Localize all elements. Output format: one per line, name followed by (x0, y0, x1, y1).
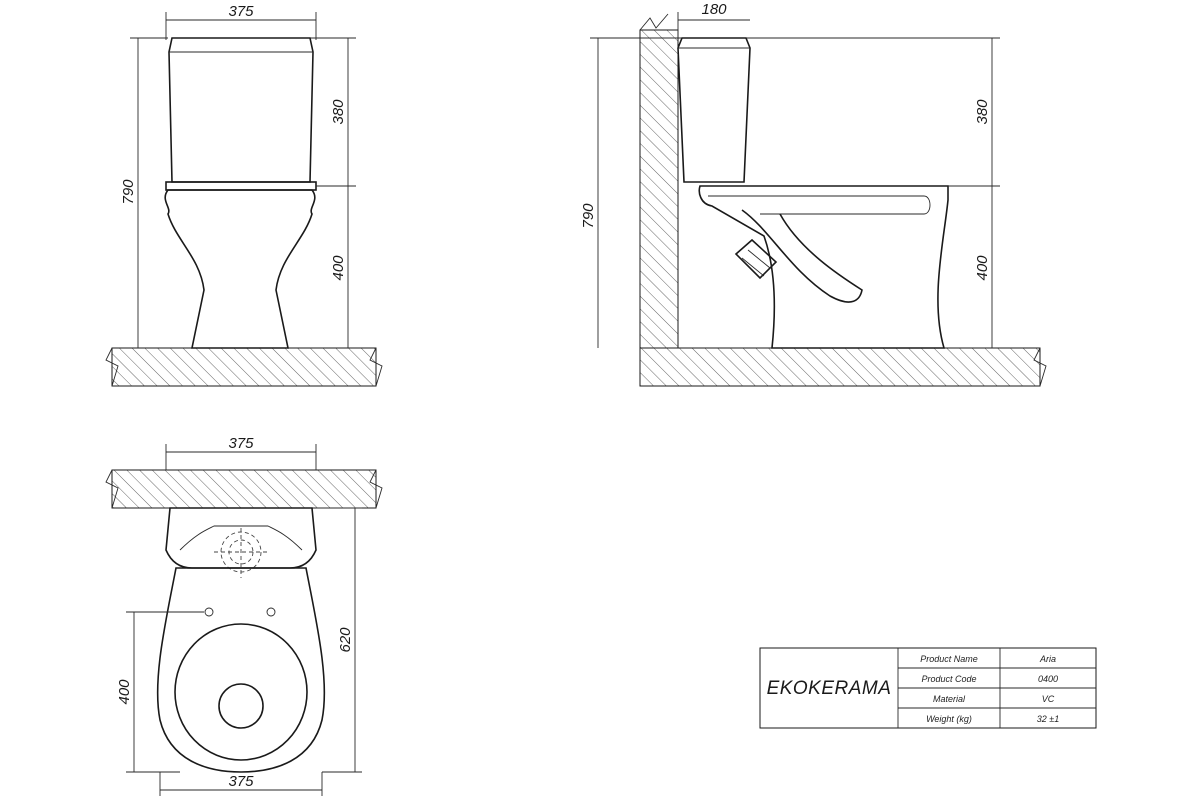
top-seat-hole-left (204, 607, 214, 617)
side-rim-channel (708, 195, 931, 215)
top-width-bottom-label: 375 (228, 773, 254, 790)
side-tank-height-label: 380 (974, 99, 991, 125)
front-bowl-height-label: 400 (330, 255, 347, 281)
title-block: EKOKERAMA Product Name Aria Product Code… (759, 647, 1097, 729)
side-total-height-label: 790 (580, 203, 597, 229)
front-bowl-body (164, 189, 316, 349)
top-tank-lid (179, 525, 303, 551)
top-seat-depth-label: 400 (116, 679, 133, 705)
side-floor-break (1033, 347, 1047, 387)
side-offset-label: 180 (701, 1, 727, 18)
top-bowl-opening (174, 623, 308, 761)
side-trap (741, 209, 863, 303)
row-value-material: VC (1042, 694, 1055, 704)
front-width-label: 375 (228, 3, 254, 20)
brand-name: EKOKERAMA (767, 678, 892, 699)
front-floor-break-right (369, 347, 383, 387)
side-tank (677, 37, 751, 183)
front-tank (168, 37, 314, 183)
side-outlet-inner-1 (741, 257, 765, 277)
row-label-material: Material (933, 694, 966, 704)
row-value-product-name: Aria (1039, 654, 1056, 664)
front-view: 375 380 400 790 (105, 3, 383, 387)
front-tank-height-label: 380 (330, 99, 347, 125)
side-wall-hatch (639, 29, 679, 349)
front-bowl-rim (165, 181, 317, 191)
top-width-top-label: 375 (228, 435, 254, 452)
row-label-product-code: Product Code (921, 674, 976, 684)
side-bowl-body (698, 185, 949, 349)
top-view: 375 375 620 400 (105, 435, 383, 796)
side-bowl-height-label: 400 (974, 255, 991, 281)
row-value-product-code: 0400 (1038, 674, 1058, 684)
top-wall-hatch (111, 469, 377, 509)
top-bowl (156, 567, 326, 773)
top-depth-label: 620 (337, 627, 354, 653)
row-label-weight: Weight (kg) (926, 714, 972, 724)
front-total-height-label: 790 (120, 179, 137, 205)
side-outlet (734, 238, 778, 280)
top-wall-break-right (369, 469, 383, 509)
front-floor-break-left (105, 347, 119, 387)
side-floor-hatch (639, 347, 1041, 387)
side-outlet-inner-2 (747, 249, 771, 269)
side-wall-break (639, 13, 669, 31)
front-floor-hatch (111, 347, 377, 387)
top-wall-break-left (105, 469, 119, 509)
top-drain (218, 683, 264, 729)
row-value-weight: 32 ±1 (1037, 714, 1059, 724)
side-view: 180 380 400 790 (580, 1, 1047, 387)
top-seat-hole-right (266, 607, 276, 617)
row-label-product-name: Product Name (920, 654, 978, 664)
